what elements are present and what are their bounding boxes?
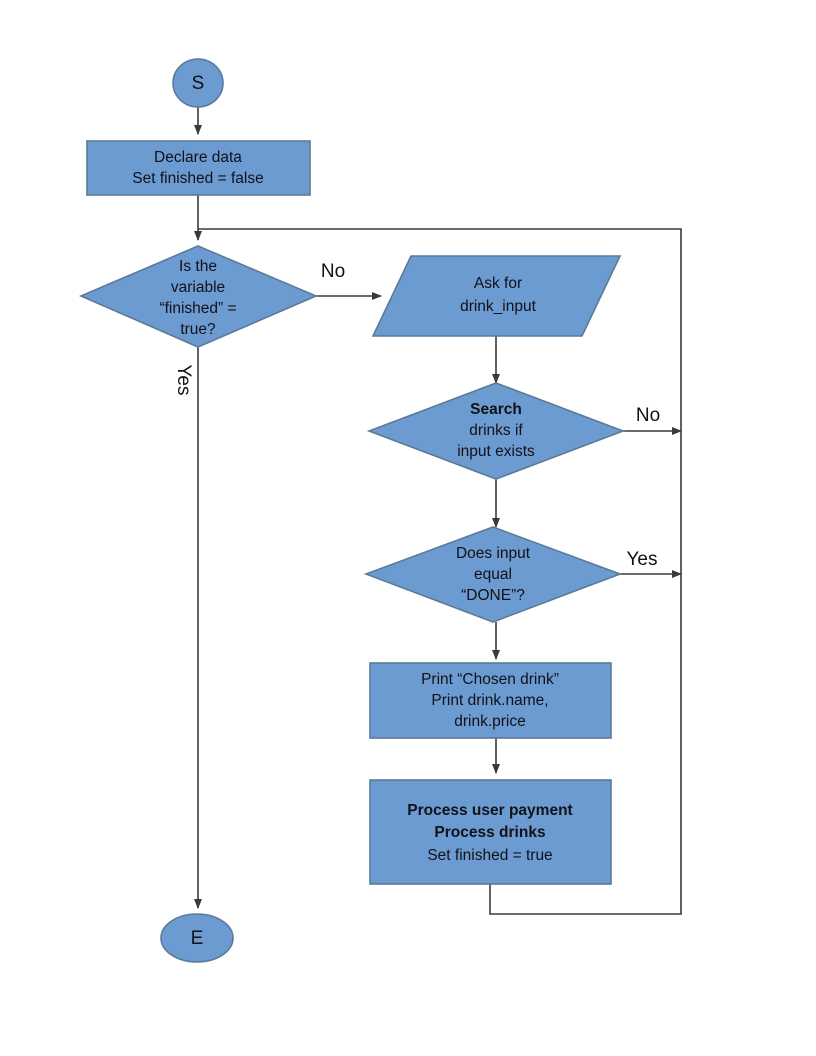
connectors: ask_input --> end --> return line --> re… [194,107,682,915]
process-payment-line-3: Set finished = true [427,847,552,864]
done-check-line-1: Does input [456,545,531,562]
edge-return-loop [198,228,682,915]
done-check-line-3: “DONE”? [461,587,525,604]
edge-label-done-yes: Yes [627,549,658,570]
finished-check-line-3: “finished” = [159,300,236,317]
search-drinks-line-2: drinks if [469,422,523,439]
finished-check-shape [78,245,319,348]
finished-check-line-1: Is the [179,258,217,275]
node-finished-check[interactable]: Is the variable “finished” = true? [78,245,319,348]
print-drink-line-2: Print drink.name, [431,692,548,709]
edge-label-search-no: No [636,405,660,426]
process-payment-line-1: Process user payment [407,802,572,819]
node-start[interactable]: S [172,58,224,108]
start-terminator-shape [172,58,224,108]
print-drink-shape [369,662,612,739]
ask-input-line-1: Ask for [474,275,522,292]
node-print-drink[interactable]: Print “Chosen drink” Print drink.name, d… [369,662,612,739]
print-drink-line-3: drink.price [454,713,526,730]
end-terminator-shape [160,913,234,963]
start-label: S [192,73,205,94]
declare-data-line-2: Set finished = false [132,170,263,187]
print-drink-line-1: Print “Chosen drink” [421,671,559,688]
node-declare-data[interactable]: Declare data Set finished = false [86,140,311,196]
declare-data-shape [86,140,311,196]
edge-label-finished-no: No [321,261,345,282]
search-drinks-shape [366,382,626,480]
done-check-shape [363,526,623,623]
node-process-payment[interactable]: Process user payment Process drinks Set … [369,779,612,885]
edge-labels: No Yes No Yes [173,261,660,570]
declare-data-line-1: Declare data [154,149,242,166]
node-end[interactable]: E [160,913,234,963]
end-label: E [191,928,204,949]
node-done-check[interactable]: Does input equal “DONE”? [363,526,623,623]
search-drinks-line-3: input exists [457,443,535,460]
ask-input-line-2: drink_input [460,298,537,315]
node-search-drinks[interactable]: Search drinks if input exists [366,382,626,480]
process-payment-line-2: Process drinks [434,824,545,841]
edge-label-finished-yes: Yes [173,365,194,396]
search-drinks-line-1: Search [470,401,522,418]
finished-check-line-2: variable [171,279,225,296]
process-payment-shape [369,779,612,885]
finished-check-line-4: true? [180,321,216,338]
node-ask-input[interactable]: Ask for drink_input [371,255,622,337]
done-check-line-2: equal [474,566,512,583]
ask-input-shape [371,255,622,337]
